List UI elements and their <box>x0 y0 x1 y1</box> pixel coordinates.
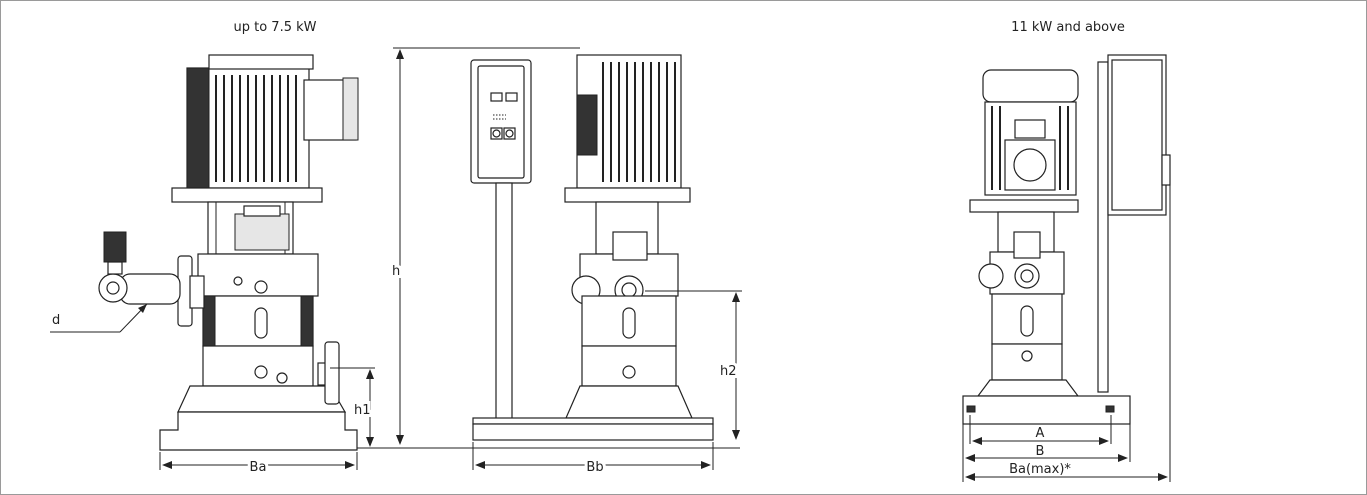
dimension-h: h <box>389 47 580 445</box>
dimension-b: B <box>962 424 1131 462</box>
dimension-ba: Ba <box>159 452 358 478</box>
dimension-ba-max: Ba(max)* <box>962 185 1171 482</box>
label-h: h <box>392 264 400 279</box>
label-a: A <box>1036 426 1045 441</box>
dimension-h2: h2 <box>645 290 742 440</box>
dimension-a: A <box>969 415 1112 445</box>
label-d: d <box>52 313 60 328</box>
label-ba: Ba <box>250 460 267 475</box>
heading-up-to-7-5-kw: up to 7.5 kW <box>234 20 317 35</box>
pump-left-side-view <box>98 54 359 451</box>
label-bb: Bb <box>586 460 603 475</box>
dimension-bb: Bb <box>472 442 714 478</box>
pump-middle-front-view <box>470 54 714 441</box>
dimension-h1: h1 <box>330 367 740 449</box>
label-ba-max: Ba(max)* <box>1009 462 1071 477</box>
heading-11-kw-and-above: 11 kW and above <box>1011 20 1125 35</box>
label-h1: h1 <box>354 403 371 418</box>
pump-right-large <box>962 54 1171 425</box>
label-h2: h2 <box>720 364 737 379</box>
label-b: B <box>1036 444 1045 459</box>
dimension-d: d <box>50 303 148 333</box>
